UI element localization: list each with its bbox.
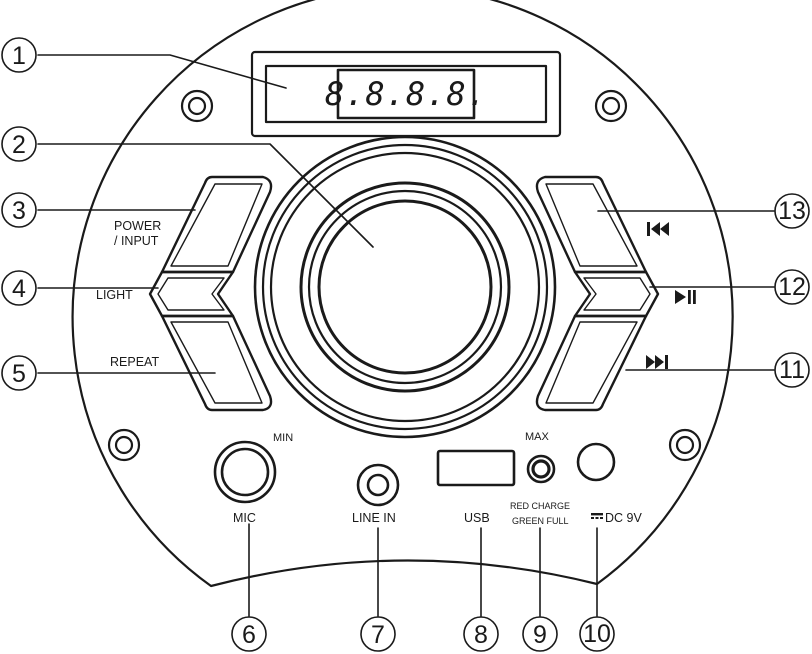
power-input-label-line2: / INPUT	[114, 234, 159, 248]
volume-knob[interactable]	[253, 135, 557, 439]
max-label: MAX	[525, 431, 550, 443]
callout-number-11: 11	[779, 356, 805, 384]
next-track-icon	[646, 355, 668, 369]
previous-track-icon	[647, 222, 669, 236]
callout-circle-1	[1, 37, 37, 73]
usb-label: USB	[464, 511, 490, 525]
callout-circle-4	[1, 270, 37, 306]
callout-number-10: 10	[583, 620, 611, 648]
mic-label: MIC	[233, 511, 256, 525]
repeat-button[interactable]	[160, 314, 273, 412]
callout-circle-9	[522, 616, 558, 652]
callout-number-1: 1	[12, 42, 26, 70]
callout-circle-5	[1, 355, 37, 391]
charge-label-line1: RED CHARGE	[510, 501, 570, 511]
screw-hole	[668, 428, 702, 462]
callout-number-5: 5	[12, 360, 26, 388]
leader-line-1	[37, 54, 287, 89]
callout-circle-3	[1, 192, 37, 228]
callout-circle-2	[1, 126, 37, 162]
usb-port[interactable]	[436, 449, 516, 487]
line-in-label: LINE IN	[352, 511, 396, 525]
line-in-jack[interactable]	[356, 463, 400, 507]
callout-circle-6	[231, 616, 267, 652]
dc-label: DC 9V	[605, 511, 642, 525]
callout-number-2: 2	[12, 131, 26, 159]
callout-circle-11	[774, 352, 810, 388]
repeat-label: REPEAT	[110, 355, 159, 369]
callout-circle-7	[360, 616, 396, 652]
screw-hole	[180, 89, 214, 123]
charge-label-line2: GREEN FULL	[512, 516, 569, 526]
callout-circle-8	[463, 616, 499, 652]
dc-symbol-icon	[591, 513, 603, 519]
power-input-label-line1: POWER	[114, 219, 161, 233]
display-bezel	[264, 64, 548, 124]
play-pause-icon	[675, 290, 696, 304]
callout-number-6: 6	[242, 621, 256, 649]
callout-circle-10	[579, 616, 615, 652]
callout-number-9: 9	[533, 621, 547, 649]
display-readout: 8.8.8.8.	[325, 75, 487, 113]
callout-number-7: 7	[371, 621, 385, 649]
dc-jack[interactable]	[576, 442, 616, 482]
display-screen	[336, 68, 476, 120]
callout-number-8: 8	[474, 621, 488, 649]
callout-number-3: 3	[12, 197, 26, 225]
callout-circle-13	[774, 193, 810, 229]
callout-circle-12	[774, 269, 810, 305]
light-button[interactable]	[148, 270, 235, 318]
screw-hole	[594, 89, 628, 123]
callout-number-4: 4	[12, 275, 26, 303]
charge-indicator-led	[526, 454, 556, 484]
play-pause-button[interactable]	[573, 270, 660, 318]
callout-number-13: 13	[778, 197, 806, 225]
callout-number-12: 12	[778, 273, 806, 301]
leader-line-2	[37, 143, 374, 248]
min-label: MIN	[273, 432, 293, 444]
next-track-button[interactable]	[535, 314, 648, 412]
mic-jack[interactable]	[213, 440, 277, 504]
power-input-button[interactable]	[160, 175, 273, 274]
light-label: LIGHT	[96, 288, 133, 302]
screw-hole	[107, 428, 141, 462]
